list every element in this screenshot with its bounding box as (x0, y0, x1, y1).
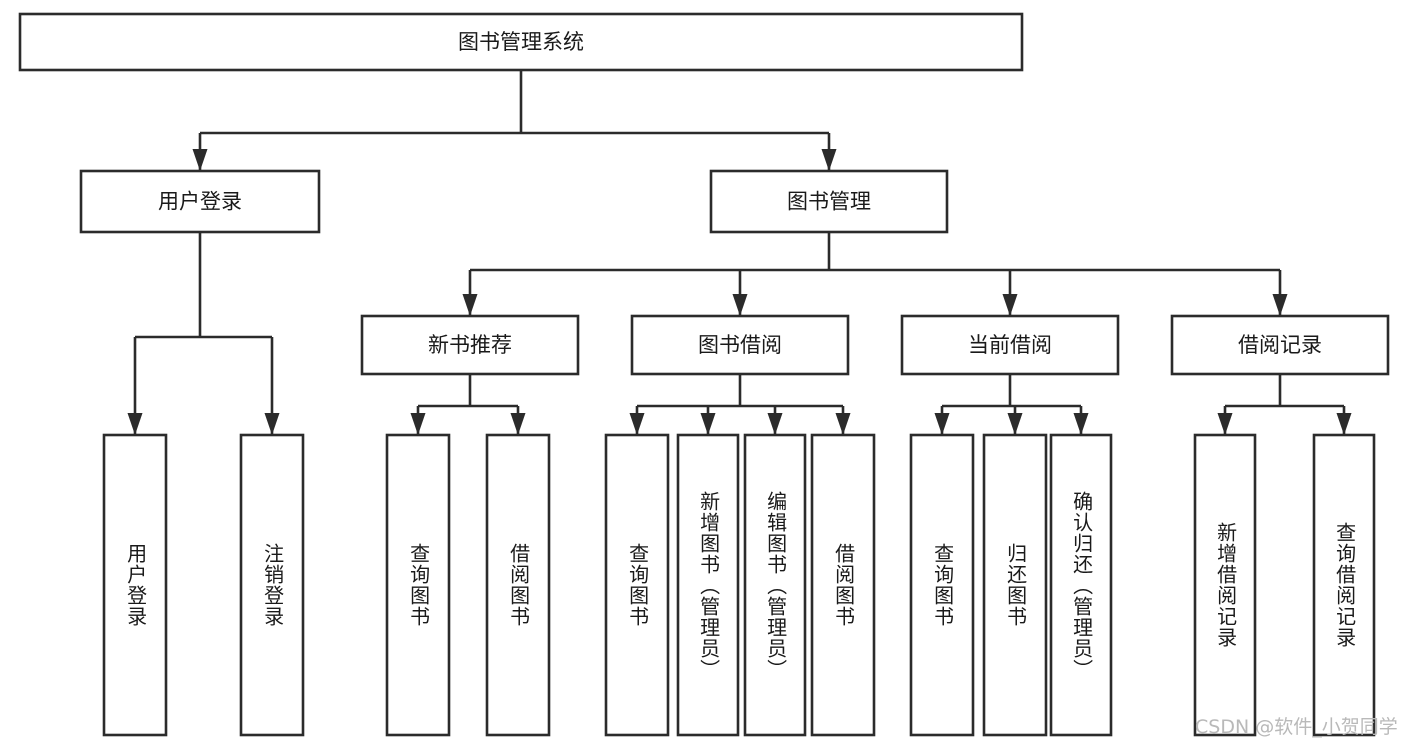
arrow-head-icon-leaf-8 (934, 413, 950, 435)
arrow-head-icon-level1-用户登录 (192, 149, 208, 171)
node-box-root[interactable] (18, 12, 1024, 72)
node-box-leaf-3[interactable] (485, 433, 551, 737)
node-box-leaf-6[interactable] (743, 433, 807, 737)
node-box-leaf-2[interactable] (385, 433, 451, 737)
arrow-head-icon-leaf-1 (264, 413, 280, 435)
node-box-leaf-4[interactable] (604, 433, 670, 737)
arrow-head-icon-leaf-11 (1217, 413, 1233, 435)
node-box-借阅记录[interactable] (1170, 314, 1390, 376)
node-box-leaf-5[interactable] (676, 433, 740, 737)
node-label-借阅记录: 借阅记录 (1238, 333, 1322, 357)
node-box-leaf-0[interactable] (102, 433, 168, 737)
node-box-leaf-1[interactable] (239, 433, 305, 737)
boxes-layer (18, 12, 1390, 737)
arrow-head-icon-level2-借阅记录 (1272, 294, 1288, 316)
node-box-leaf-11[interactable] (1193, 433, 1257, 737)
arrow-head-icon-leaf-0 (127, 413, 143, 435)
node-box-leaf-10[interactable] (1049, 433, 1113, 737)
arrow-head-icon-leaf-5 (700, 413, 716, 435)
arrow-head-icon-leaf-9 (1007, 413, 1023, 435)
node-box-leaf-8[interactable] (909, 433, 975, 737)
node-label-图书管理: 图书管理 (787, 190, 871, 214)
arrow-head-icon-leaf-2 (410, 413, 426, 435)
node-box-新书推荐[interactable] (360, 314, 580, 376)
arrow-head-icon-level1-图书管理 (821, 149, 837, 171)
node-box-leaf-7[interactable] (810, 433, 876, 737)
arrow-head-icon-leaf-12 (1336, 413, 1352, 435)
watermark-text: CSDN @软件_小贺同学 (1195, 716, 1398, 738)
edges-layer (127, 70, 1352, 435)
arrow-head-icon-level2-图书借阅 (732, 294, 748, 316)
node-box-leaf-12[interactable] (1312, 433, 1376, 737)
arrow-head-icon-leaf-6 (767, 413, 783, 435)
node-label-图书借阅: 图书借阅 (698, 333, 782, 357)
node-label-当前借阅: 当前借阅 (968, 333, 1052, 357)
node-box-图书借阅[interactable] (630, 314, 850, 376)
node-label-新书推荐: 新书推荐 (428, 333, 512, 357)
arrow-head-icon-leaf-10 (1073, 413, 1089, 435)
arrow-head-icon-leaf-7 (835, 413, 851, 435)
arrow-head-icon-level2-新书推荐 (462, 294, 478, 316)
arrow-head-icon-leaf-3 (510, 413, 526, 435)
node-label-用户登录: 用户登录 (158, 190, 242, 214)
node-box-用户登录[interactable] (79, 169, 321, 234)
arrow-head-icon-level2-当前借阅 (1002, 294, 1018, 316)
node-box-当前借阅[interactable] (900, 314, 1120, 376)
node-box-leaf-9[interactable] (982, 433, 1048, 737)
arrow-head-icon-leaf-4 (629, 413, 645, 435)
node-label-root: 图书管理系统 (458, 30, 584, 54)
node-box-图书管理[interactable] (709, 169, 949, 234)
